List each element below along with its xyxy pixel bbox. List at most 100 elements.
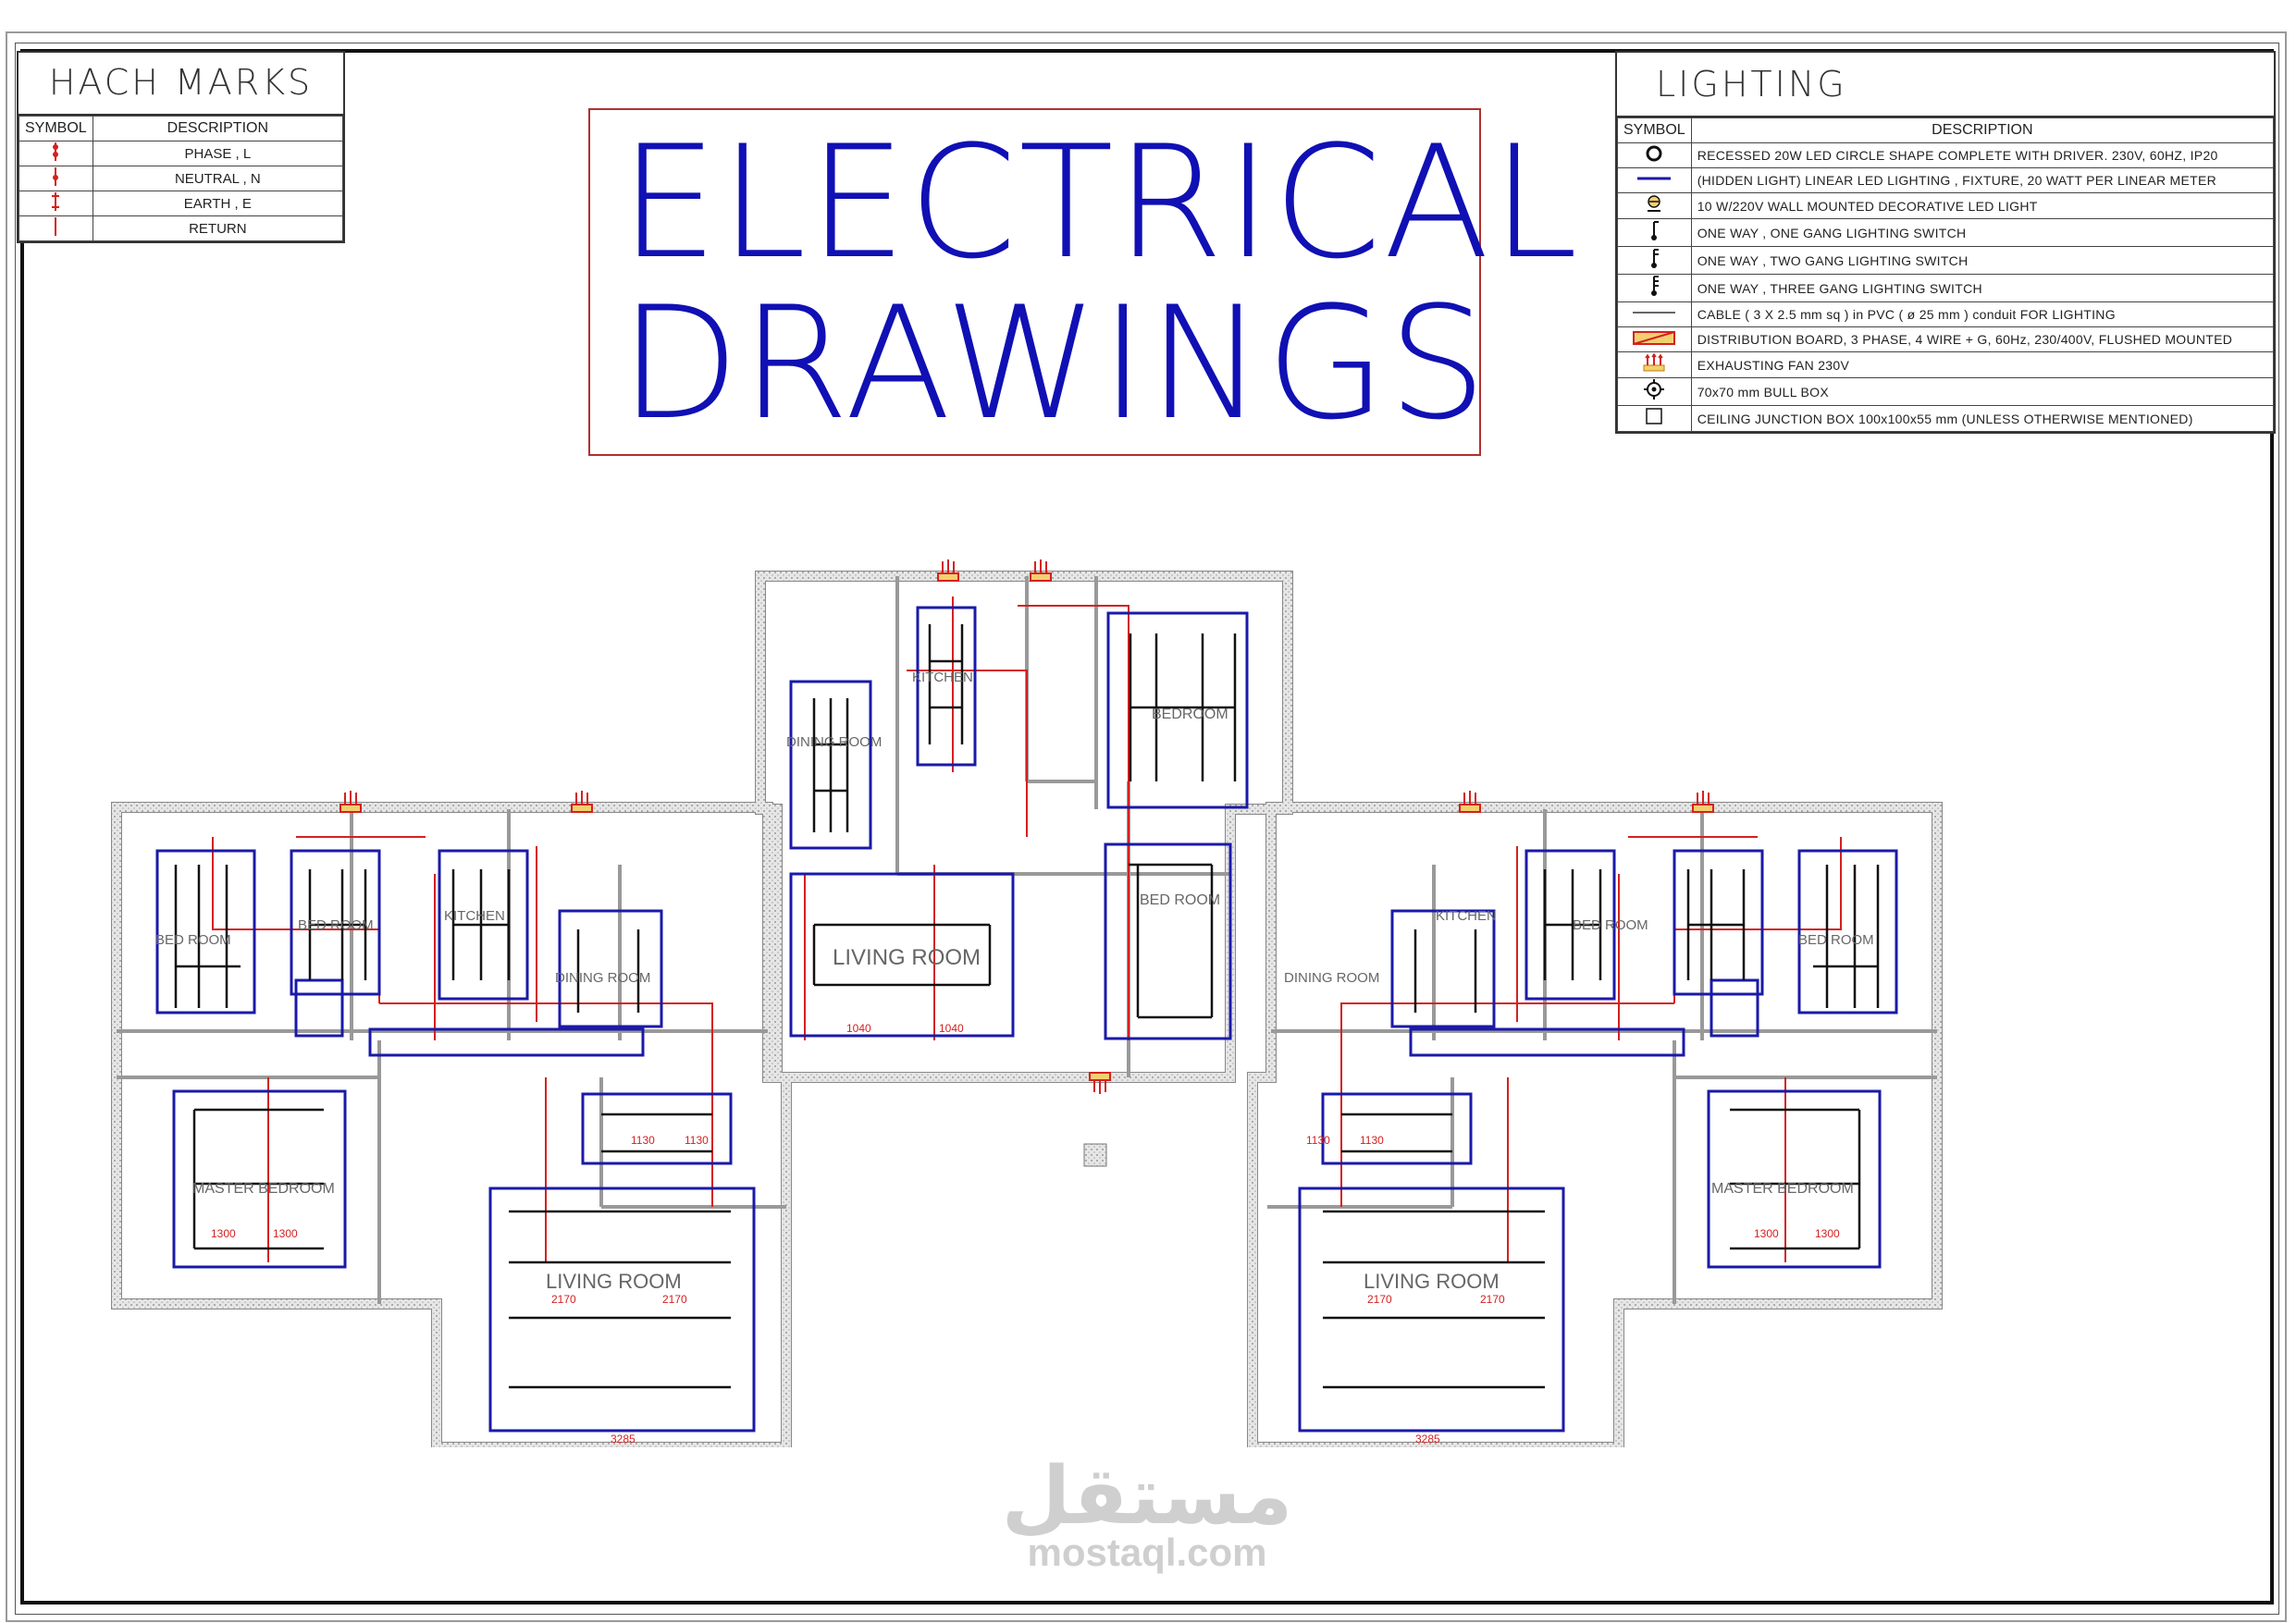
right-wing-walls (1247, 802, 1943, 1447)
lighting-title: LIGHTING (1617, 53, 2274, 117)
lighting-description: 70x70 mm BULL BOX (1690, 377, 2275, 406)
room-label: DINING ROOM (555, 970, 650, 986)
room-label: DINING ROOM (786, 734, 882, 750)
hach-description: RETURN (92, 215, 344, 241)
exhaust-fan-icon (339, 791, 362, 813)
dimension-label: 1040 (846, 1022, 871, 1035)
fixture-grids (174, 624, 1880, 1389)
room-label: BED ROOM (155, 932, 231, 948)
junction-box-icon (1083, 1143, 1107, 1167)
room-labels: DINING ROOM KITCHEN BEDROOM LIVING ROOM … (155, 670, 1874, 1293)
lighting-row: 10 W/220V WALL MOUNTED DECORATIVE LED LI… (1617, 192, 2275, 219)
dimension-label: 1040 (939, 1022, 964, 1035)
hach-symbol-header: SYMBOL (19, 116, 93, 141)
left-wing-walls (111, 802, 792, 1447)
hach-row: NEUTRAL , N (19, 166, 344, 191)
lighting-row: RECESSED 20W LED CIRCLE SHAPE COMPLETE W… (1617, 142, 2275, 168)
lighting-description: 10 W/220V WALL MOUNTED DECORATIVE LED LI… (1690, 192, 2275, 219)
lighting-description: ONE WAY , ONE GANG LIGHTING SWITCH (1690, 218, 2275, 247)
room-label: KITCHEN (444, 908, 505, 924)
lighting-description: CEILING JUNCTION BOX 100x100x55 mm (UNLE… (1690, 405, 2275, 432)
room-label: DINING ROOM (1284, 970, 1379, 986)
phase-mark-icon (53, 142, 59, 161)
lighting-symbol-header: SYMBOL (1617, 117, 1692, 143)
exhaust-fan-icon (1643, 352, 1665, 372)
floor-plan: DINING ROOM KITCHEN BEDROOM LIVING ROOM … (111, 559, 1943, 1447)
room-label: BED ROOM (1573, 917, 1648, 933)
lighting-description-header: DESCRIPTION (1690, 117, 2275, 143)
drawing-title-line2: DRAWINGS (620, 273, 1489, 454)
two-gang-switch-icon (1651, 249, 1660, 268)
lighting-row: DISTRIBUTION BOARD, 3 PHASE, 4 WIRE + G,… (1617, 326, 2275, 352)
dimension-label: 3285 (1415, 1432, 1440, 1445)
sheet-outer-frame (6, 31, 2287, 1622)
dimension-label: 1130 (1306, 1134, 1330, 1147)
drawing-title-line1: ELECTRICAL (620, 112, 1580, 293)
hach-description: EARTH , E (92, 191, 344, 216)
watermark: مستقل mostaql.com (999, 1457, 1295, 1575)
one-gang-switch-icon (1651, 221, 1660, 240)
room-label: MASTER BEDROOM (192, 1181, 335, 1197)
room-label: LIVING ROOM (546, 1270, 682, 1293)
exhaust-fans (339, 559, 1714, 1094)
room-label: MASTER BEDROOM (1711, 1181, 1854, 1197)
exhaust-fan-icon (1692, 791, 1714, 813)
bull-box-icon (1644, 379, 1665, 400)
sheet-middle-frame (15, 43, 2279, 1615)
junction-box-icon (1646, 408, 1663, 424)
room-label: LIVING ROOM (833, 945, 981, 970)
dimension-label: 2170 (1367, 1293, 1392, 1306)
room-label: LIVING ROOM (1364, 1270, 1500, 1293)
hach-row: PHASE , L (19, 141, 344, 166)
exhaust-fan-icon (1459, 791, 1481, 813)
hach-marks-legend: HACH MARKS SYMBOL DESCRIPTION PHASE , L … (17, 51, 345, 243)
center-wing-walls (755, 571, 1293, 1083)
lighting-row: ONE WAY , ONE GANG LIGHTING SWITCH (1617, 218, 2275, 247)
room-label: KITCHEN (912, 670, 973, 685)
dimension-label: 1130 (631, 1134, 655, 1147)
return-mark-icon (55, 217, 57, 236)
dimension-label: 1300 (1815, 1227, 1840, 1240)
lighting-description: EXHAUSTING FAN 230V (1690, 351, 2275, 378)
room-label: BEDROOM (1152, 707, 1228, 722)
hach-marks-title: HACH MARKS (19, 53, 343, 116)
earth-mark-icon (52, 192, 60, 211)
room-label: BED ROOM (298, 917, 374, 933)
lighting-legend: LIGHTING SYMBOL DESCRIPTION RECESSED 20W… (1615, 51, 2276, 434)
lighting-row: CABLE ( 3 X 2.5 mm sq ) in PVC ( ø 25 mm… (1617, 301, 2275, 327)
lighting-description: DISTRIBUTION BOARD, 3 PHASE, 4 WIRE + G,… (1690, 326, 2275, 352)
dimension-label: 1130 (685, 1134, 709, 1147)
dimension-label: 1300 (1754, 1227, 1779, 1240)
dimension-label: 1300 (273, 1227, 298, 1240)
room-label: KITCHEN (1436, 908, 1497, 924)
hach-row: RETURN (19, 215, 344, 241)
dimension-labels: 1040 1040 1130 1130 1130 1130 2170 2170 … (211, 1022, 1840, 1445)
exhaust-fan-icon (571, 791, 593, 813)
lighting-row: EXHAUSTING FAN 230V (1617, 351, 2275, 378)
lighting-description: ONE WAY , TWO GANG LIGHTING SWITCH (1690, 246, 2275, 275)
lighting-row: ONE WAY , THREE GANG LIGHTING SWITCH (1617, 274, 2275, 302)
dimension-label: 2170 (551, 1293, 576, 1306)
lighting-description: (HIDDEN LIGHT) LINEAR LED LIGHTING , FIX… (1690, 167, 2275, 193)
cable-line-icon (1633, 311, 1676, 314)
linear-led-frames (155, 606, 1898, 1432)
lighting-description: CABLE ( 3 X 2.5 mm sq ) in PVC ( ø 25 mm… (1690, 301, 2275, 327)
lighting-description: ONE WAY , THREE GANG LIGHTING SWITCH (1690, 274, 2275, 302)
exhaust-fan-icon (1089, 1072, 1111, 1094)
dimension-label: 1130 (1360, 1134, 1384, 1147)
dimension-label: 3285 (611, 1432, 636, 1445)
neutral-mark-icon (53, 167, 59, 186)
lighting-row: ONE WAY , TWO GANG LIGHTING SWITCH (1617, 246, 2275, 275)
room-label: BED ROOM (1798, 932, 1874, 948)
lighting-cables (212, 596, 1842, 1429)
hach-row: EARTH , E (19, 191, 344, 216)
hach-marks-table: SYMBOL DESCRIPTION PHASE , L NEUTRAL , N… (19, 116, 344, 241)
watermark-arabic: مستقل (1001, 1450, 1293, 1543)
dimension-label: 2170 (1480, 1293, 1505, 1306)
exhaust-fan-icon (1030, 559, 1052, 582)
linear-led-icon (1637, 177, 1672, 179)
lighting-table: SYMBOL DESCRIPTION RECESSED 20W LED CIRC… (1617, 117, 2275, 432)
wall-light-icon (1648, 195, 1661, 212)
sheet-border (20, 49, 2274, 1605)
dimension-label: 2170 (662, 1293, 687, 1306)
